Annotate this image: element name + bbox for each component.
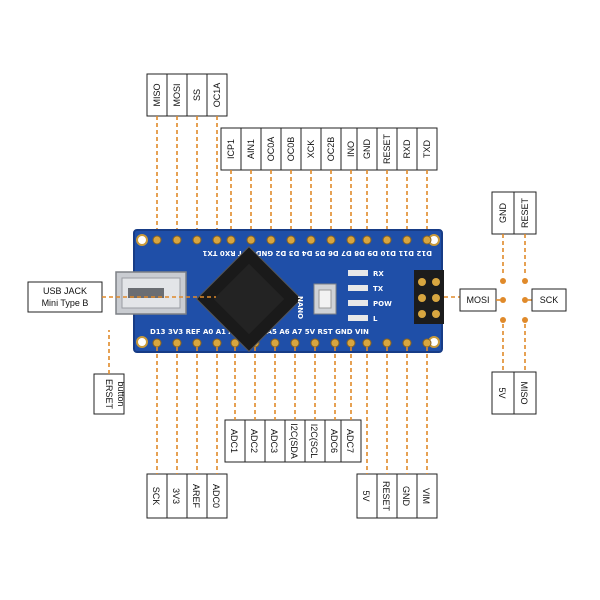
label-3v3: 3V3 <box>171 488 181 504</box>
label-adc3: ADC3 <box>269 429 279 453</box>
mount-hole-icon <box>136 336 148 348</box>
usb-jack-line2: Mini Type B <box>42 298 89 308</box>
label-box-oc0a: OC0A <box>260 127 282 171</box>
icsp-header <box>414 270 444 324</box>
label-oc1a: OC1A <box>212 83 222 108</box>
bottom-leader-lines <box>156 347 428 474</box>
reset-button-icon <box>313 283 337 315</box>
top-outer-labels: MISO MOSI SS OC1A <box>146 73 228 117</box>
nano-board: D12 D11 D10 D9 D8 D7 D6 D5 D4 D3 D2 GND … <box>115 229 460 353</box>
top-inner-labels: ICP1 AIN1 OC0A OC0B XCK OC2B INO GND RES… <box>220 127 438 171</box>
bottom-outer-labels: SCK 3V3 AREF ADC0 5V RESET GND VIM <box>146 473 438 519</box>
bottom-pin-header <box>152 338 432 348</box>
icsp-label-mosi: MOSI <box>466 295 489 305</box>
label-oc0b: OC0B <box>286 137 296 162</box>
label-box-ss: SS <box>186 73 208 117</box>
label-ain1: AIN1 <box>246 139 256 159</box>
label-box-miso: MISO <box>146 73 168 117</box>
label-miso: MISO <box>152 83 162 106</box>
icsp-label-5v: 5V <box>497 387 507 398</box>
icsp-label-gnd: GND <box>498 203 508 224</box>
label-box-ain1: AIN1 <box>240 127 262 171</box>
led-label-rx: RX <box>373 270 384 278</box>
top-pin-header <box>152 235 432 245</box>
usb-jack-line1: USB JACK <box>43 286 87 296</box>
label-i2c-sda: I2C(SDA <box>289 423 299 459</box>
label-xck: XCK <box>306 140 316 159</box>
reset-label-line1: ERSET <box>104 379 114 410</box>
status-leds: RX TX POW L <box>348 270 392 323</box>
usb-jack-label: USB JACK Mini Type B <box>27 281 130 313</box>
label-reset-top: RESET <box>382 133 392 164</box>
top-leader-lines <box>156 116 428 236</box>
label-box-oc1a: OC1A <box>206 73 228 117</box>
label-5v-bottom: 5V <box>361 490 371 501</box>
label-oc2b: OC2B <box>326 137 336 162</box>
top-row-silkscreen: D12 D11 D10 D9 D8 D7 D6 D5 D4 D3 D2 GND … <box>202 249 432 257</box>
label-icp1: ICP1 <box>226 139 236 159</box>
label-oc0a: OC0A <box>266 137 276 162</box>
label-box-oc2b: OC2B <box>320 127 342 171</box>
label-box-icp1: ICP1 <box>220 127 242 171</box>
icsp-label-reset: RESET <box>520 197 530 228</box>
label-adc2: ADC2 <box>249 429 259 453</box>
label-aref: AREF <box>191 484 201 509</box>
label-gnd-bottom: GND <box>401 486 411 507</box>
reset-label-line2: button <box>116 381 126 406</box>
label-sck-bottom: SCK <box>151 487 161 506</box>
label-adc1: ADC1 <box>229 429 239 453</box>
label-adc0: ADC0 <box>211 484 221 508</box>
led-label-tx: TX <box>373 285 384 293</box>
label-box-mosi: MOSI <box>166 73 188 117</box>
label-box-xck: XCK <box>300 127 322 171</box>
led-label-l: L <box>373 315 378 323</box>
led-label-pow: POW <box>373 300 392 308</box>
icsp-label-sck: SCK <box>540 295 559 305</box>
label-i2c-scl: I2C(SCL <box>309 424 319 459</box>
label-box-rxd: RXD <box>396 127 418 171</box>
label-mosi: MOSI <box>172 83 182 106</box>
icsp-pinout: GND RESET MOSI SCK 5V MISO <box>459 191 567 415</box>
nano-logo: NANO <box>296 296 304 319</box>
label-adc6: ADC6 <box>329 429 339 453</box>
label-ino: INO <box>346 141 356 157</box>
label-ss: SS <box>192 89 202 101</box>
usb-connector <box>115 271 187 315</box>
reset-button-label: ERSET button <box>93 330 126 415</box>
label-box-oc0b: OC0B <box>280 127 302 171</box>
icsp-label-miso: MISO <box>519 381 529 404</box>
label-txd: TXD <box>422 139 432 158</box>
label-reset-bottom: RESET <box>381 481 391 512</box>
label-adc7: ADC7 <box>345 429 355 453</box>
label-gnd-top: GND <box>362 139 372 160</box>
label-rxd: RXD <box>402 139 412 159</box>
bottom-inner-labels: ADC1 ADC2 ADC3 I2C(SDA I2C(SCL ADC6 ADC7 <box>224 419 362 463</box>
mount-hole-icon <box>136 234 148 246</box>
atmega-chip <box>195 245 303 353</box>
label-box-gnd-top: GND <box>356 127 378 171</box>
label-box-reset-top: RESET <box>376 127 398 171</box>
label-vim: VIM <box>421 488 431 504</box>
label-box-txd: TXD <box>416 127 438 171</box>
